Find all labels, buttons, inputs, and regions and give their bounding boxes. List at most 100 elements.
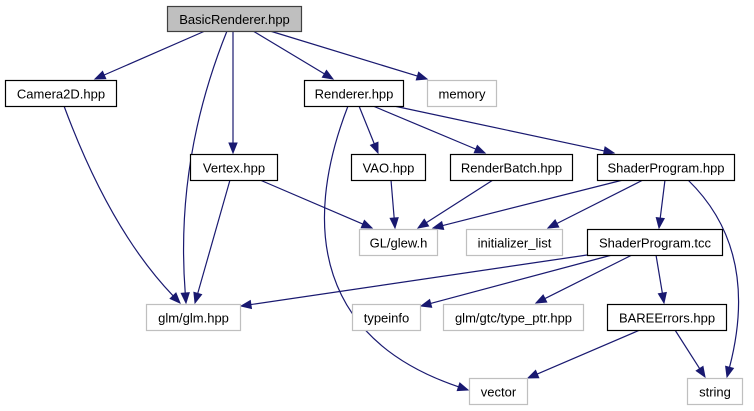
- arrowhead-shader_program_hpp-to-shader_program_tcc: [655, 216, 666, 230]
- node-glew: GL/glew.h: [358, 228, 439, 257]
- node-bare-errors[interactable]: BAREErrors.hpp: [606, 303, 728, 332]
- node-label: Vertex.hpp: [203, 161, 265, 176]
- arrowhead-shader_program_hpp-to-initializer_list: [546, 219, 560, 229]
- arrowhead-bare_errors-to-vector: [526, 369, 540, 379]
- node-vertex[interactable]: Vertex.hpp: [189, 153, 279, 182]
- edge-vertex-to-glm: [197, 179, 231, 294]
- edge-bare_errors-to-vector: [536, 329, 641, 375]
- edge-shader_program_tcc-to-type_ptr: [544, 254, 633, 300]
- node-vao[interactable]: VAO.hpp: [350, 153, 427, 182]
- node-box: [426, 79, 498, 108]
- arrowhead-renderer-to-shader_program_hpp: [602, 146, 616, 156]
- arrowhead-renderer-to-vao: [369, 141, 379, 155]
- arrowhead-vao-to-glew: [389, 217, 399, 230]
- edge-basic_renderer-to-memory: [269, 30, 418, 77]
- node-label: BasicRenderer.hpp: [179, 12, 290, 27]
- node-type-ptr: glm/gtc/type_ptr.hpp: [442, 303, 585, 332]
- arrowhead-basic_renderer-to-glm: [180, 292, 190, 305]
- node-box: [358, 228, 439, 257]
- arrowhead-vertex-to-glm: [193, 291, 203, 305]
- arrowhead-basic_renderer-to-vertex: [228, 142, 238, 155]
- edge-bare_errors-to-string: [674, 329, 701, 369]
- arrowhead-basic_renderer-to-memory: [415, 71, 429, 81]
- arrowhead-shader_program_tcc-to-type_ptr: [534, 294, 548, 304]
- node-box: [586, 228, 724, 257]
- node-label: vector: [481, 385, 517, 400]
- edge-shader_program_hpp-to-initializer_list: [556, 179, 644, 225]
- node-render-batch[interactable]: RenderBatch.hpp: [449, 153, 574, 182]
- node-box: [350, 153, 427, 182]
- edges-layer: [63, 30, 740, 392]
- edge-renderer-to-vao: [358, 105, 375, 144]
- node-box: [606, 303, 728, 332]
- node-renderer[interactable]: Renderer.hpp: [303, 79, 405, 108]
- node-shader-program-hpp[interactable]: ShaderProgram.hpp: [596, 153, 736, 182]
- arrowhead-shader_program_tcc-to-glm: [239, 299, 253, 310]
- edge-camera2d-to-glm: [63, 105, 174, 297]
- node-typeinfo: typeinfo: [351, 303, 422, 332]
- arrowhead-render_batch-to-glew: [416, 218, 430, 229]
- edge-basic_renderer-to-camera2d: [103, 30, 206, 76]
- node-label: glm/glm.hpp: [158, 311, 229, 326]
- edge-shader_program_hpp-to-glew: [442, 179, 624, 227]
- edge-render_batch-to-glew: [426, 179, 494, 224]
- node-box: [351, 303, 422, 332]
- edge-vertex-to-glew: [259, 179, 364, 225]
- edge-shader_program_hpp-to-shader_program_tcc: [659, 179, 666, 219]
- node-box: [686, 377, 744, 406]
- node-box: [442, 303, 585, 332]
- node-label: typeinfo: [364, 311, 410, 326]
- node-label: Renderer.hpp: [315, 87, 394, 102]
- node-label: RenderBatch.hpp: [461, 161, 562, 176]
- node-camera2d[interactable]: Camera2D.hpp: [4, 79, 118, 108]
- edge-renderer-to-shader_program_hpp: [393, 105, 605, 152]
- node-box: [4, 79, 118, 108]
- edge-shader_program_tcc-to-glm: [250, 254, 588, 306]
- arrowhead-renderer-to-vector: [456, 382, 470, 392]
- node-glm: glm/glm.hpp: [145, 303, 242, 332]
- node-label: BAREErrors.hpp: [619, 311, 715, 326]
- node-label: memory: [439, 87, 486, 102]
- node-box: [189, 153, 279, 182]
- arrowhead-basic_renderer-to-renderer: [321, 69, 335, 80]
- edge-vao-to-glew: [390, 179, 395, 219]
- arrowhead-renderer-to-render_batch: [473, 144, 487, 154]
- node-basic-renderer[interactable]: BasicRenderer.hpp: [166, 5, 303, 33]
- node-box: [145, 303, 242, 332]
- node-label: string: [699, 385, 731, 400]
- edge-shader_program_tcc-to-bare_errors: [655, 254, 663, 294]
- node-box: [468, 377, 529, 406]
- node-shader-program-tcc[interactable]: ShaderProgram.tcc: [586, 228, 724, 257]
- arrowhead-basic_renderer-to-camera2d: [93, 70, 107, 80]
- arrowhead-camera2d-to-glm: [169, 292, 181, 304]
- arrowhead-shader_program_hpp-to-string: [725, 365, 735, 379]
- node-vector: vector: [468, 377, 529, 406]
- node-label: initializer_list: [478, 236, 552, 251]
- node-label: Camera2D.hpp: [17, 87, 105, 102]
- arrowhead-shader_program_hpp-to-glew: [431, 220, 445, 231]
- node-string: string: [686, 377, 744, 406]
- edge-renderer-to-render_batch: [372, 105, 477, 150]
- node-label: glm/gtc/type_ptr.hpp: [455, 311, 572, 326]
- node-box: [166, 5, 303, 33]
- arrowhead-bare_errors-to-string: [695, 365, 706, 379]
- arrowhead-vertex-to-glew: [360, 219, 374, 229]
- node-box: [449, 153, 574, 182]
- node-box: [596, 153, 736, 182]
- node-box: [303, 79, 405, 108]
- node-initializer-list: initializer_list: [465, 228, 564, 257]
- arrowhead-shader_program_tcc-to-bare_errors: [657, 291, 667, 305]
- node-label: ShaderProgram.tcc: [599, 236, 711, 251]
- edge-shader_program_hpp-to-string: [687, 179, 740, 368]
- node-memory: memory: [426, 79, 498, 108]
- node-label: ShaderProgram.hpp: [607, 161, 724, 176]
- edge-renderer-to-vector: [323, 105, 459, 388]
- edge-shader_program_tcc-to-typeinfo: [430, 254, 613, 304]
- arrowhead-shader_program_tcc-to-typeinfo: [419, 298, 433, 308]
- node-box: [465, 228, 564, 257]
- node-label: GL/glew.h: [370, 236, 428, 251]
- edge-basic_renderer-to-renderer: [252, 30, 325, 75]
- node-label: VAO.hpp: [363, 161, 415, 176]
